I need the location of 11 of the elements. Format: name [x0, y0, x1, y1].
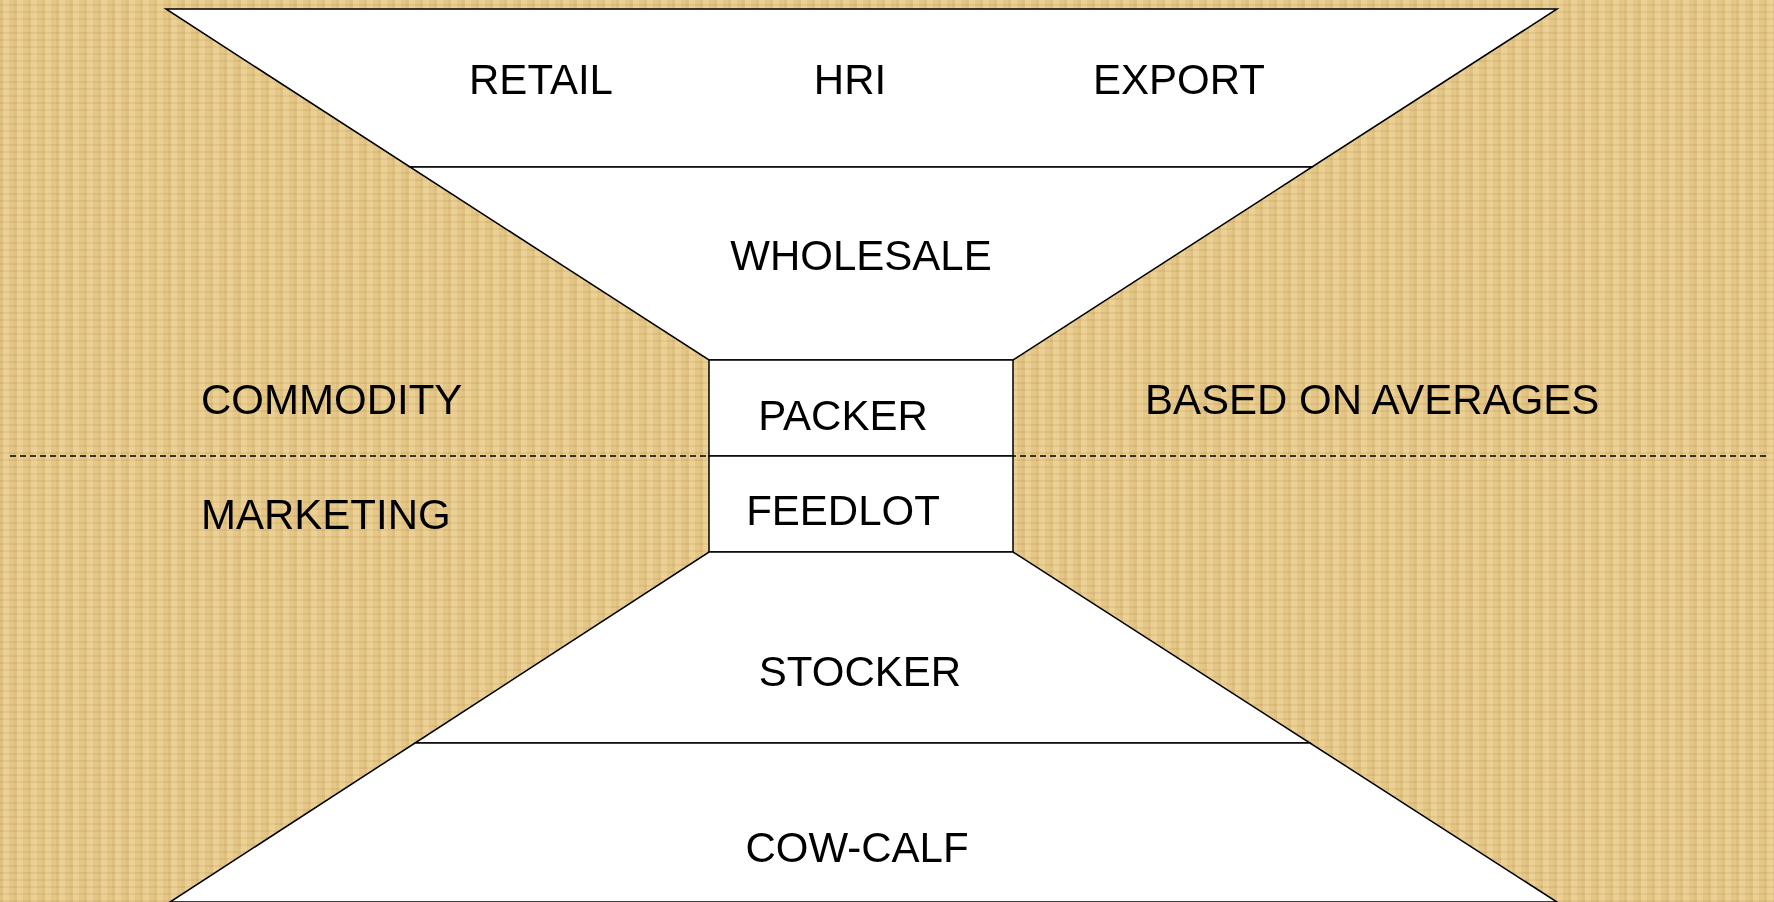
- tier-label: HRI: [813, 56, 887, 104]
- tier-label: EXPORT: [1093, 56, 1265, 104]
- tier-label: FEEDLOT: [746, 487, 940, 535]
- tier-label: RETAIL: [469, 56, 613, 104]
- tier-label: PACKER: [758, 392, 928, 440]
- tier-label: WHOLESALE: [730, 232, 992, 280]
- side-label: MARKETING: [201, 491, 451, 539]
- side-label: COMMODITY: [201, 376, 463, 424]
- side-label: BASED ON AVERAGES: [1145, 376, 1600, 424]
- tier-label: STOCKER: [758, 648, 962, 696]
- tier-label: COW-CALF: [745, 824, 969, 872]
